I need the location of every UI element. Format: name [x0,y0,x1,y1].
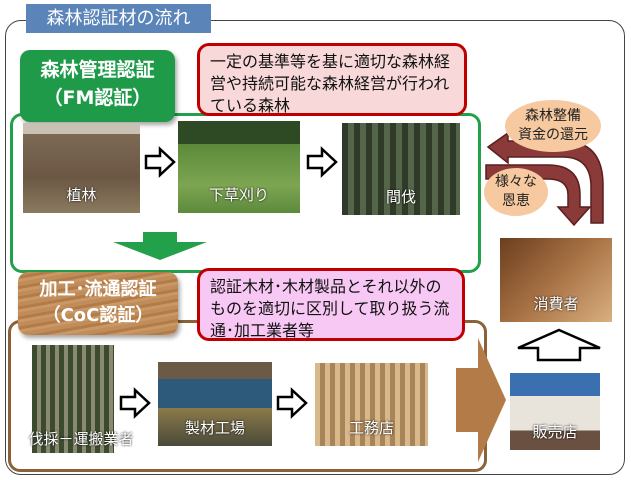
right-arrow-icon [119,387,151,419]
outer-frame [5,20,625,475]
fm-label: 森林管理認証 （FM認証） [20,50,175,122]
fm-label-line2: （FM認証） [43,87,152,109]
photo-sawmill: 製材工場 [158,362,272,446]
benefits-line2: 恩恵 [502,193,530,209]
photo-planting: 植林 [23,123,140,213]
down-arrow-icon [113,232,207,260]
return-funds-line1: 森林整備 [525,108,581,124]
photo-retailer: 販売店 [510,373,600,450]
step-label: 植林 [66,186,97,204]
coc-label: 加工･流通認証 （CoC認証） [18,272,178,335]
diagram-title: 森林認証材の流れ [26,4,211,33]
photo-thinning: 間伐 [342,123,460,215]
fm-label-line1: 森林管理認証 [40,59,155,81]
return-funds-line2: 資金の還元 [518,127,588,143]
photo-builder: 工務店 [315,363,428,446]
right-arrow-icon [276,387,308,419]
photo-weeding: 下草刈り [178,121,300,213]
step-label: 製材工場 [184,419,245,437]
coc-description: 認証木材･木材製品とそれ以外のものを適切に区別して取り扱う流通･加工業者等 [197,268,465,341]
coc-label-line2: （CoC認証） [42,305,154,326]
step-label: 下草刈り [208,186,269,204]
benefits-line1: 様々な [495,174,537,190]
coc-label-line1: 加工･流通認証 [39,279,157,300]
step-label: 間伐 [385,188,416,206]
up-arrow-icon [517,328,601,362]
step-label: 工務店 [348,419,394,437]
retailer-label: 販売店 [532,423,578,441]
right-arrow-icon [144,146,176,178]
consumer-label: 消費者 [533,295,579,313]
photo-logging: 伐採－運搬業者 [28,345,134,453]
return-funds-bubble: 森林整備資金の還元 [505,100,601,152]
right-arrow-icon [306,146,338,178]
photo-consumer: 消費者 [500,238,612,322]
step-label: 伐採－運搬業者 [28,430,134,448]
benefits-bubble: 様々な恩恵 [484,168,548,216]
wood-arrow-icon [456,338,506,462]
fm-description: 一定の基準等を基に適切な森林経営や持続可能な森林経営が行われている森林 [197,43,467,116]
